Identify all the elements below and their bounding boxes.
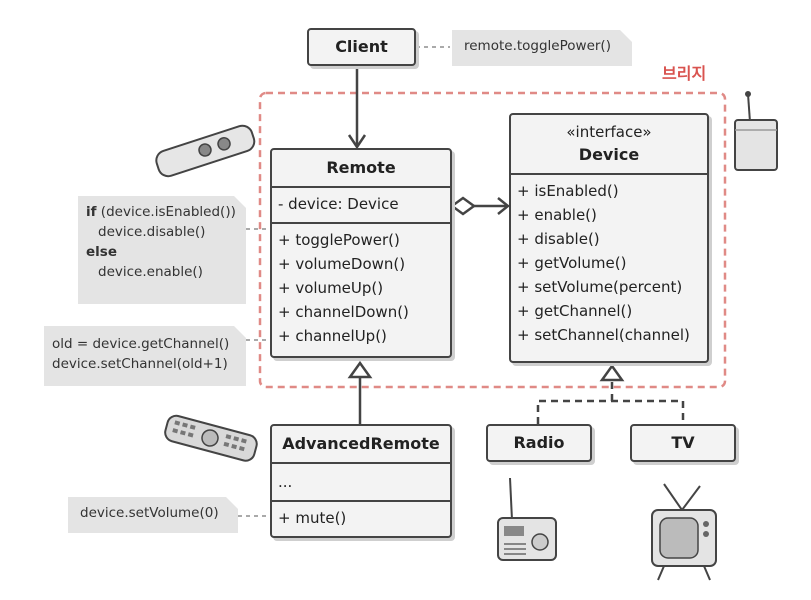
bridge-region [258,91,727,389]
arrowhead-icon [347,134,367,150]
device-realization [536,399,685,424]
device-header: «interface» Device [511,115,707,175]
radio-label: Radio [513,433,565,452]
remote-class: Remote - device: Device + togglePower() … [270,148,452,358]
mute-note: device.setVolume(0) [68,497,238,533]
note-line: old = device.getChannel() [52,336,230,352]
aggregation-diamond-icon [449,196,477,216]
remote-method: + channelDown() [278,303,409,321]
client-class: Client [307,28,416,66]
toggle-power-note: if (device.isEnabled()) device.disable()… [78,196,246,304]
realization-triangle-icon [599,363,625,382]
client-note-text: remote.togglePower() [464,38,611,54]
note-condition: (device.isEnabled()) [96,204,236,220]
volume-note-text: device.setVolume(0) [80,505,219,521]
device-method: + getVolume() [517,254,627,272]
radio-icon [497,477,557,561]
device-method: + isEnabled() [517,182,619,200]
device-method: + setVolume(percent) [517,278,683,296]
tv-label: TV [671,433,695,452]
bridge-label: 브리지 [662,64,707,83]
remote-method: + channelUp() [278,327,387,345]
device-interface: «interface» Device + isEnabled() + enabl… [509,113,709,363]
device-title: Device [578,145,640,164]
device-method: + enable() [517,206,597,224]
device-method: + getChannel() [517,302,633,320]
advanced-remote-methods: + mute() [272,502,450,530]
advanced-remote-class: AdvancedRemote ... + mute() [270,424,452,538]
keyword-else: else [86,244,117,260]
device-stereotype: «interface» [566,123,652,141]
radio-class: Radio [486,424,592,462]
advanced-remote-icon [164,414,258,462]
device-method: + setChannel(channel) [517,326,690,344]
tv-class: TV [630,424,736,462]
tv-icon [651,483,717,581]
note-then: device.disable() [98,224,206,240]
remote-method: + volumeUp() [278,279,384,297]
channel-up-note: old = device.getChannel() device.setChan… [44,326,246,386]
simple-remote-icon [155,124,256,178]
remote-methods: + togglePower() + volumeDown() + volumeU… [272,224,450,348]
device-methods: + isEnabled() + enable() + disable() + g… [511,175,707,347]
advanced-remote-title: AdvancedRemote [272,426,450,464]
client-label: Client [335,37,388,56]
advanced-remote-fields: ... [272,464,450,502]
remote-title: Remote [272,150,450,188]
device-method: + disable() [517,230,600,248]
keyword-if: if [86,204,97,220]
inheritance-triangle-icon [347,360,373,379]
receiver-device-icon [734,91,778,171]
advanced-remote-field: ... [278,473,293,491]
advanced-remote-method: + mute() [278,509,347,527]
arrowhead-icon [497,197,511,215]
note-line: if (device.isEnabled()) [86,202,246,222]
remote-fields: - device: Device [272,188,450,224]
note-else-stmt: device.enable() [98,264,203,280]
remote-method: + volumeDown() [278,255,406,273]
remote-field: - device: Device [278,195,399,213]
remote-method: + togglePower() [278,231,400,249]
client-note: remote.togglePower() [452,30,632,66]
note-line: device.setChannel(old+1) [52,356,228,372]
